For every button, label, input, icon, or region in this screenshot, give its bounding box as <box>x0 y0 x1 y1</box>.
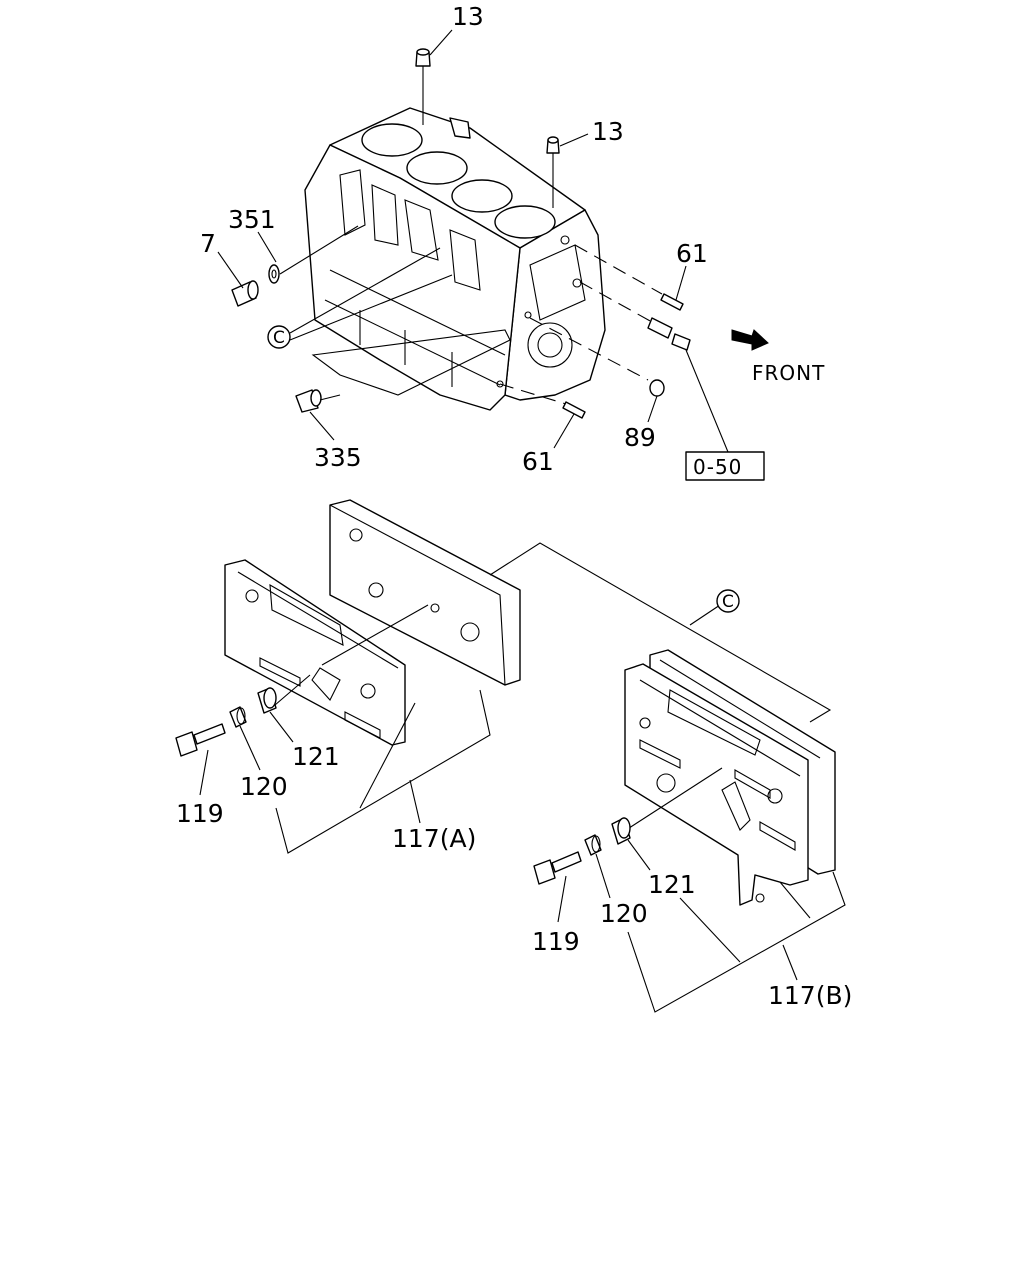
label-0-50: 0-50 <box>693 455 742 479</box>
cover-117a-gasket <box>329 499 521 686</box>
label-117a: 117(A) <box>392 824 476 853</box>
ring-120b <box>584 834 611 899</box>
label-13-right: 13 <box>592 117 624 146</box>
label-120b: 120 <box>600 899 648 928</box>
bolt-13-top <box>415 29 453 125</box>
bolt-119b <box>533 851 582 923</box>
label-119a: 119 <box>176 799 224 828</box>
cover-link-c2 <box>689 604 721 626</box>
bracket-117a <box>275 689 491 854</box>
sleeve-121a <box>257 674 311 743</box>
label-13-top: 13 <box>452 2 484 31</box>
washer-351 <box>257 225 359 284</box>
label-89: 89 <box>624 423 656 452</box>
sleeve-121b <box>611 817 651 871</box>
label-119b: 119 <box>532 927 580 956</box>
bolt-119a <box>175 723 226 796</box>
cover-117a <box>224 559 406 746</box>
ring-120a <box>229 706 261 771</box>
pin-61-upper <box>574 244 687 311</box>
label-120a: 120 <box>240 772 288 801</box>
cover-117b <box>624 663 809 906</box>
cover-117a-link <box>321 604 429 666</box>
circled-c-icon <box>267 247 453 349</box>
cover-link-c <box>489 542 832 723</box>
label-circle-c-upper: C <box>273 328 285 348</box>
label-117b: 117(B) <box>768 981 852 1010</box>
label-61-upper: 61 <box>676 239 708 268</box>
pin-61-lower <box>499 383 586 449</box>
plug-7 <box>217 251 259 307</box>
cover-117b-link <box>625 767 723 831</box>
bolt-13-right <box>546 133 589 208</box>
reference-box-0-50 <box>685 451 765 481</box>
label-121a: 121 <box>292 742 340 771</box>
label-61-lower: 61 <box>522 447 554 476</box>
label-351: 351 <box>228 205 276 234</box>
label-335: 335 <box>314 443 362 472</box>
label-121b: 121 <box>648 870 696 899</box>
bracket-117b <box>627 871 846 1013</box>
circled-c-icon-lower <box>716 589 740 613</box>
plug-89 <box>529 317 665 423</box>
cylinder-block <box>304 107 606 411</box>
plug-335 <box>295 389 341 441</box>
drain-plate-outline <box>311 329 511 396</box>
label-front: FRONT <box>752 361 825 385</box>
label-7: 7 <box>200 229 216 258</box>
front-arrow-icon <box>731 329 769 351</box>
oil-fitting <box>579 281 729 453</box>
label-circle-c-lower: C <box>722 592 734 612</box>
